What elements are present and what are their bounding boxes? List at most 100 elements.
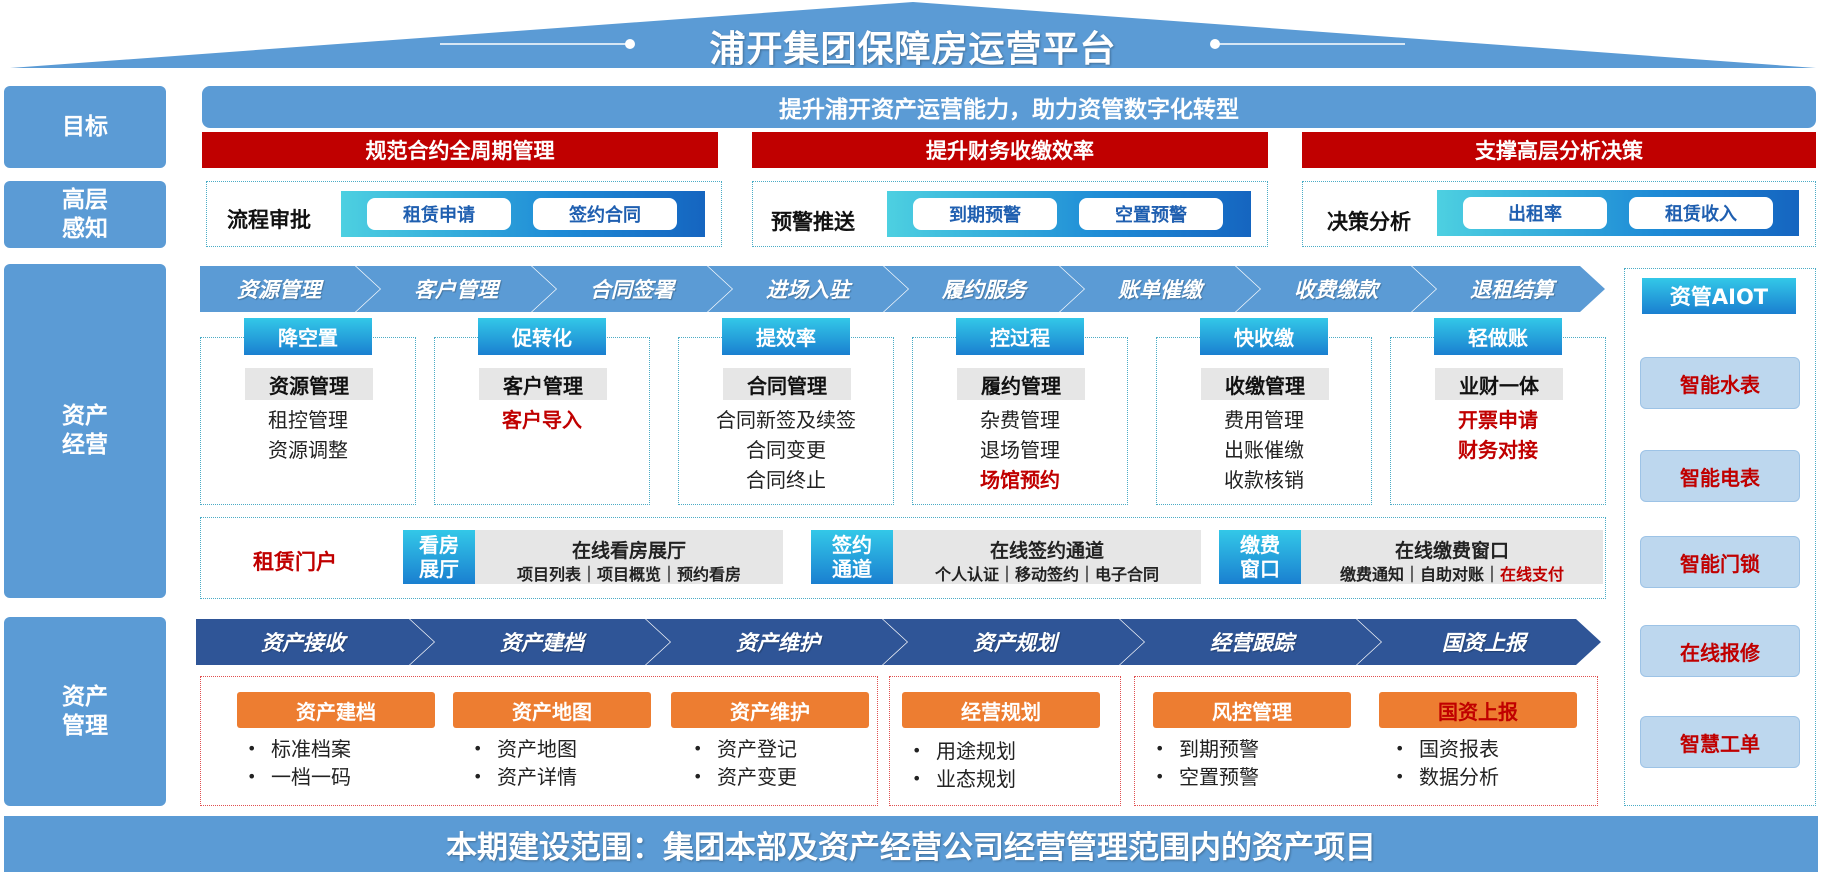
portal-group-title: 在线看房展厅 <box>571 540 686 562</box>
flow-step-billing: 账单催缴 <box>1118 278 1202 302</box>
card-head: 合同管理 <box>723 368 851 400</box>
pill-sign-contract[interactable]: 签约合同 <box>533 198 677 230</box>
pill-rental-apply[interactable]: 租赁申请 <box>367 198 511 230</box>
pill-expiry-warning[interactable]: 到期预警 <box>913 198 1057 230</box>
mgmt-bullet: 一档一码 <box>241 763 351 791</box>
card-item: 合同变更 <box>746 438 826 462</box>
flow-step-service: 履约服务 <box>942 278 1026 302</box>
portal-sub-item: 项目概览 <box>596 565 661 584</box>
row-label-operation: 资产 经营 <box>4 264 166 598</box>
portal-tag-payment: 缴费 窗口 <box>1219 530 1301 584</box>
mgmt-group-3: 风控管理 到期预警 空置预警 国资上报 国资报表 数据分析 <box>1134 676 1598 806</box>
pill-rental-income[interactable]: 租赁收入 <box>1629 197 1773 229</box>
card-tag: 促转化 <box>478 318 606 355</box>
mgmt-bullet: 国资报表 <box>1389 735 1499 763</box>
card-head: 客户管理 <box>479 368 607 400</box>
card-tag: 控过程 <box>956 318 1084 355</box>
op-card-contract: 合同管理 合同新签及续签 合同变更 合同终止 <box>678 337 894 505</box>
mgmt-head-highlight: 国资上报 <box>1379 692 1577 728</box>
rental-portal: 租赁门户 看房 展厅 在线看房展厅 项目列表｜项目概览｜预约看房 签约 通道 在… <box>200 517 1606 599</box>
mgmt-step-track: 经营跟踪 <box>1210 631 1294 655</box>
portal-tag-signing: 签约 通道 <box>811 530 893 584</box>
perception-strip: 出租率 租赁收入 <box>1437 190 1799 236</box>
mgmt-head: 资产建档 <box>237 692 435 728</box>
aiot-electric-meter[interactable]: 智能电表 <box>1640 450 1800 502</box>
perception-title: 流程审批 <box>227 208 311 232</box>
card-head: 资源管理 <box>245 368 373 400</box>
mgmt-head: 资产地图 <box>453 692 651 728</box>
goal-sub-2: 提升财务收缴效率 <box>752 132 1268 168</box>
flow-step-customer: 客户管理 <box>414 278 498 302</box>
row-label-perception: 高层 感知 <box>4 181 166 248</box>
portal-label: 租赁门户 <box>253 550 337 574</box>
card-head: 履约管理 <box>957 368 1085 400</box>
portal-group-signing[interactable]: 在线签约通道 个人认证｜移动签约｜电子合同 <box>893 530 1201 584</box>
mgmt-head: 经营规划 <box>902 692 1100 728</box>
card-item: 杂费管理 <box>980 408 1060 432</box>
portal-sub-item: 个人认证 <box>934 565 999 584</box>
portal-sub-item: 项目列表 <box>516 565 581 584</box>
mgmt-group-2: 经营规划 用途规划 业态规划 <box>889 676 1121 806</box>
portal-group-payment[interactable]: 在线缴费窗口 缴费通知｜自助对账｜在线支付 <box>1301 530 1603 584</box>
portal-group-title: 在线缴费窗口 <box>1394 540 1509 562</box>
mgmt-bullet: 数据分析 <box>1389 763 1499 791</box>
flow-step-contract: 合同签署 <box>590 278 674 302</box>
card-item-highlight: 开票申请 <box>1458 408 1538 432</box>
card-item: 合同新签及续签 <box>716 408 856 432</box>
aiot-work-order[interactable]: 智慧工单 <box>1640 716 1800 768</box>
card-tag: 提效率 <box>722 318 850 355</box>
perception-title: 决策分析 <box>1327 210 1411 234</box>
card-item: 收款核销 <box>1224 468 1304 492</box>
perception-box-2: 预警推送 到期预警 空置预警 <box>752 181 1268 247</box>
mgmt-bullet: 用途规划 <box>906 737 1016 765</box>
card-tag: 轻做账 <box>1434 318 1562 355</box>
operation-flow-arrows <box>200 266 1605 312</box>
mgmt-group-1: 资产建档 标准档案 一档一码 资产地图 资产地图 资产详情 资产维护 资产登记 … <box>200 676 878 806</box>
aiot-online-repair[interactable]: 在线报修 <box>1640 625 1800 677</box>
aiot-smart-lock[interactable]: 智能门锁 <box>1640 536 1800 588</box>
card-item-highlight: 财务对接 <box>1458 438 1538 462</box>
scope-banner: 本期建设范围：集团本部及资产经营公司经营管理范围内的资产项目 <box>4 816 1818 872</box>
mgmt-bullet: 资产登记 <box>687 735 797 763</box>
portal-sub-item: 移动签约 <box>1014 565 1079 584</box>
portal-sub-item: 缴费通知 <box>1339 565 1404 584</box>
portal-sub-item: 预约看房 <box>677 565 742 584</box>
mgmt-bullet: 资产详情 <box>467 763 577 791</box>
card-item-highlight: 客户导入 <box>502 408 582 432</box>
op-card-performance: 履约管理 杂费管理 退场管理 场馆预约 <box>912 337 1128 505</box>
mgmt-bullet: 业态规划 <box>906 765 1016 793</box>
card-tag: 快收缴 <box>1200 318 1328 355</box>
card-item: 资源调整 <box>268 438 348 462</box>
op-card-finance: 业财一体 开票申请 财务对接 <box>1390 337 1606 505</box>
perception-strip: 租赁申请 签约合同 <box>341 191 705 237</box>
op-card-resource: 资源管理 租控管理 资源调整 <box>200 337 416 505</box>
mgmt-step-maintain: 资产维护 <box>736 631 820 655</box>
management-flow-arrows <box>196 619 1601 665</box>
portal-group-viewing[interactable]: 在线看房展厅 项目列表｜项目概览｜预约看房 <box>475 530 783 584</box>
card-tag: 降空置 <box>244 318 372 355</box>
mgmt-bullet: 资产变更 <box>687 763 797 791</box>
card-item-highlight: 场馆预约 <box>980 468 1060 492</box>
card-head: 收缴管理 <box>1201 368 1329 400</box>
row-label-goal: 目标 <box>4 86 166 168</box>
perception-title: 预警推送 <box>771 210 855 234</box>
goal-main-bar: 提升浦开资产运营能力，助力资管数字化转型 <box>202 86 1816 128</box>
mgmt-bullet: 空置预警 <box>1149 763 1259 791</box>
mgmt-bullet: 到期预警 <box>1149 735 1259 763</box>
card-item: 出账催缴 <box>1224 438 1304 462</box>
mgmt-step-archive: 资产建档 <box>500 631 584 655</box>
flow-step-move-in: 进场入驻 <box>766 278 850 302</box>
perception-strip: 到期预警 空置预警 <box>887 191 1251 237</box>
title-roof <box>10 2 1816 68</box>
card-head: 业财一体 <box>1435 368 1563 400</box>
mgmt-bullet: 标准档案 <box>241 735 351 763</box>
portal-sub-item: 自助对账 <box>1419 565 1484 584</box>
goal-sub-3: 支撑高层分析决策 <box>1302 132 1816 168</box>
aiot-water-meter[interactable]: 智能水表 <box>1640 357 1800 409</box>
row-label-management: 资产 管理 <box>4 617 166 806</box>
card-item: 退场管理 <box>980 438 1060 462</box>
pill-occupancy-rate[interactable]: 出租率 <box>1463 197 1607 229</box>
portal-tag-viewing: 看房 展厅 <box>403 530 475 584</box>
pill-vacancy-warning[interactable]: 空置预警 <box>1079 198 1223 230</box>
flow-step-payment: 收费缴款 <box>1294 278 1378 302</box>
